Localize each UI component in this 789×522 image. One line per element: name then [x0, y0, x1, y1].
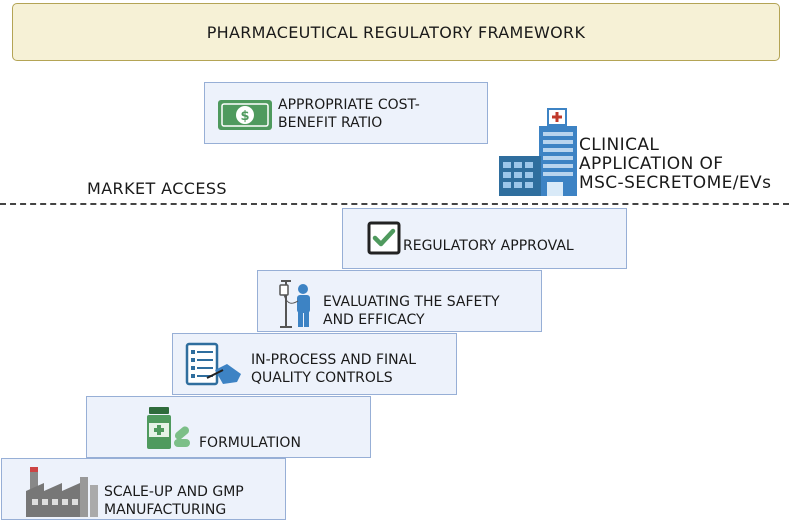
step-formulation: FORMULATION	[86, 396, 371, 458]
money-icon: $	[218, 100, 272, 130]
step-formulation-label: FORMULATION	[199, 435, 301, 451]
step-regulatory-approval-label: REGULATORY APPROVAL	[403, 238, 574, 254]
step-safety-efficacy: EVALUATING THE SAFETY AND EFFICACY	[257, 270, 542, 332]
checklist-icon	[185, 342, 241, 386]
market-access-label: MARKET ACCESS	[87, 179, 227, 198]
step-scale-up-label: SCALE-UP AND GMP MANUFACTURING	[104, 484, 244, 518]
market-access-divider	[0, 203, 789, 205]
factory-icon	[26, 467, 98, 517]
patient-iv-icon	[279, 280, 310, 328]
hospital-icon	[499, 108, 577, 196]
step-safety-efficacy-label: EVALUATING THE SAFETY AND EFFICACY	[323, 294, 500, 328]
medicine-bottle-icon	[147, 407, 190, 449]
framework-title: PHARMACEUTICAL REGULATORY FRAMEWORK	[12, 3, 780, 61]
step-quality-controls: IN-PROCESS AND FINAL QUALITY CONTROLS	[172, 333, 457, 395]
cost-benefit-label: APPROPRIATE COST- BENEFIT RATIO	[278, 97, 420, 131]
clinical-application-label: CLINICAL APPLICATION OF MSC-SECRETOME/EV…	[579, 135, 772, 193]
checkbox-icon	[367, 221, 401, 255]
svg-text:$: $	[240, 109, 249, 124]
step-quality-controls-label: IN-PROCESS AND FINAL QUALITY CONTROLS	[251, 352, 416, 386]
step-regulatory-approval: REGULATORY APPROVAL	[342, 208, 627, 269]
step-scale-up: SCALE-UP AND GMP MANUFACTURING	[1, 458, 286, 520]
cost-benefit-box: $ APPROPRIATE COST- BENEFIT RATIO	[204, 82, 488, 144]
